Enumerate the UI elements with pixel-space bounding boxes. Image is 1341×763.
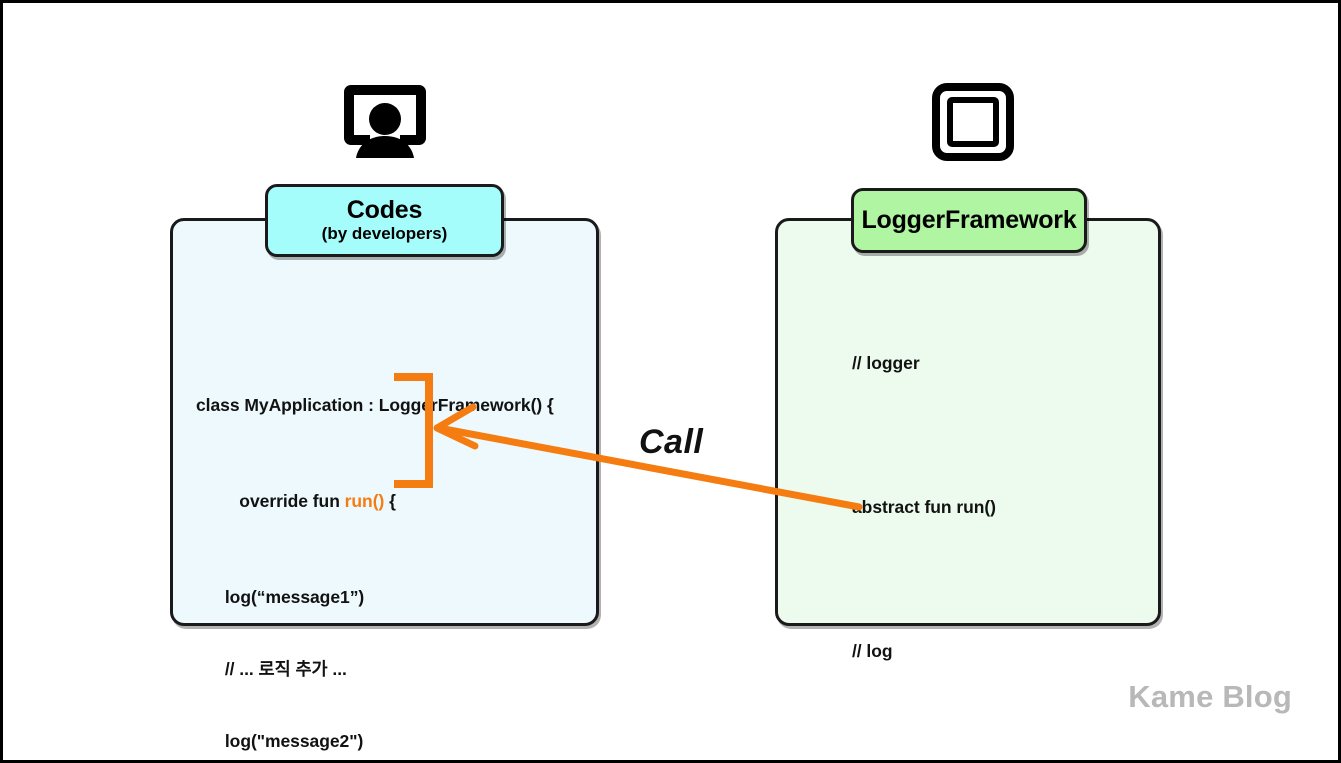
- panel-loggerframework: [775, 218, 1161, 626]
- code-block-loggerframework: // logger abstract fun run() // log fun …: [852, 303, 1087, 760]
- tab-codes[interactable]: Codes (by developers): [265, 184, 504, 257]
- code-block-codes: class MyApplication : LoggerFramework() …: [196, 345, 554, 760]
- code-line: // log: [852, 641, 893, 661]
- panel-codes: [170, 218, 599, 626]
- code-line-blank: [852, 567, 1087, 591]
- code-line: override fun run() {: [196, 465, 554, 537]
- tab-codes-title: Codes: [346, 196, 423, 225]
- code-line: log(“message1”): [196, 587, 365, 607]
- developer-at-monitor-icon: [343, 81, 427, 168]
- framed-window-icon: [932, 83, 1014, 166]
- call-label: Call: [639, 423, 704, 461]
- code-line: // ... 로직 추가 ...: [196, 659, 347, 679]
- watermark-kame-blog: Kame Blog: [1128, 679, 1292, 714]
- tab-codes-subtitle: (by developers): [321, 224, 448, 244]
- code-line: // logger: [852, 353, 920, 373]
- code-line-blank: [852, 711, 1087, 735]
- code-line-blank: [852, 423, 1087, 447]
- tab-loggerframework-title: LoggerFramework: [861, 206, 1077, 234]
- code-line: abstract fun run(): [852, 497, 996, 517]
- code-keyword-run: run(): [344, 491, 385, 511]
- code-span: {: [384, 491, 396, 511]
- code-line: class MyApplication : LoggerFramework() …: [196, 395, 554, 415]
- code-line: log("message2"): [196, 731, 364, 751]
- code-span: override fun: [224, 491, 345, 511]
- tab-loggerframework[interactable]: LoggerFramework: [851, 188, 1087, 253]
